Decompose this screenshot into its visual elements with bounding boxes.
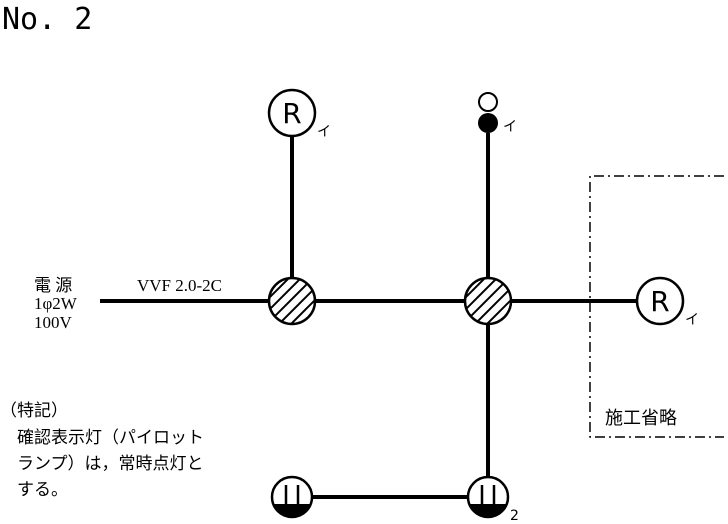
outlet-left: [270, 475, 314, 519]
lamp-top-symbol: R: [282, 97, 301, 130]
junction-box-right: [463, 276, 513, 326]
outlet-right-double: 2: [466, 475, 519, 524]
diagram-title: No. 2: [2, 2, 92, 37]
lamp-right-suffix: イ: [685, 312, 699, 328]
lamp-top-suffix: イ: [317, 124, 331, 140]
power-source-label: 電 源 1φ2W 100V: [34, 276, 78, 332]
lamp-receptacle-top: R イ: [267, 88, 331, 140]
special-note-line3: する。: [17, 480, 68, 500]
switch-icon: [478, 113, 498, 133]
construction-omitted-boundary: [589, 175, 724, 438]
power-source-line3: 100V: [34, 313, 73, 332]
special-note-line1: 確認表示灯（パイロット: [17, 428, 204, 448]
switch-suffix: イ: [503, 119, 517, 135]
outlet-right-suffix: 2: [510, 508, 519, 524]
construction-omitted-label: 施工省略: [605, 408, 677, 429]
cable-label: VVF 2.0-2C: [137, 276, 222, 295]
lamp-right-symbol: R: [650, 285, 669, 318]
special-note-heading: （特記）: [0, 401, 68, 421]
special-note: （特記） 確認表示灯（パイロット ランプ）は，常時点灯と する。: [0, 401, 204, 500]
junction-box-left: [267, 276, 317, 326]
power-source-line2: 1φ2W: [34, 294, 78, 313]
lamp-receptacle-right: R イ: [635, 276, 699, 328]
power-source-line1: 電 源: [34, 276, 72, 295]
special-note-line2: ランプ）は，常時点灯と: [17, 454, 204, 474]
pilot-lamp-icon: [478, 92, 498, 112]
switch-with-pilot-lamp: イ: [478, 92, 517, 135]
lamp-right-circle: [635, 276, 685, 326]
lamp-top-circle: [267, 88, 317, 138]
wires: [100, 133, 637, 499]
